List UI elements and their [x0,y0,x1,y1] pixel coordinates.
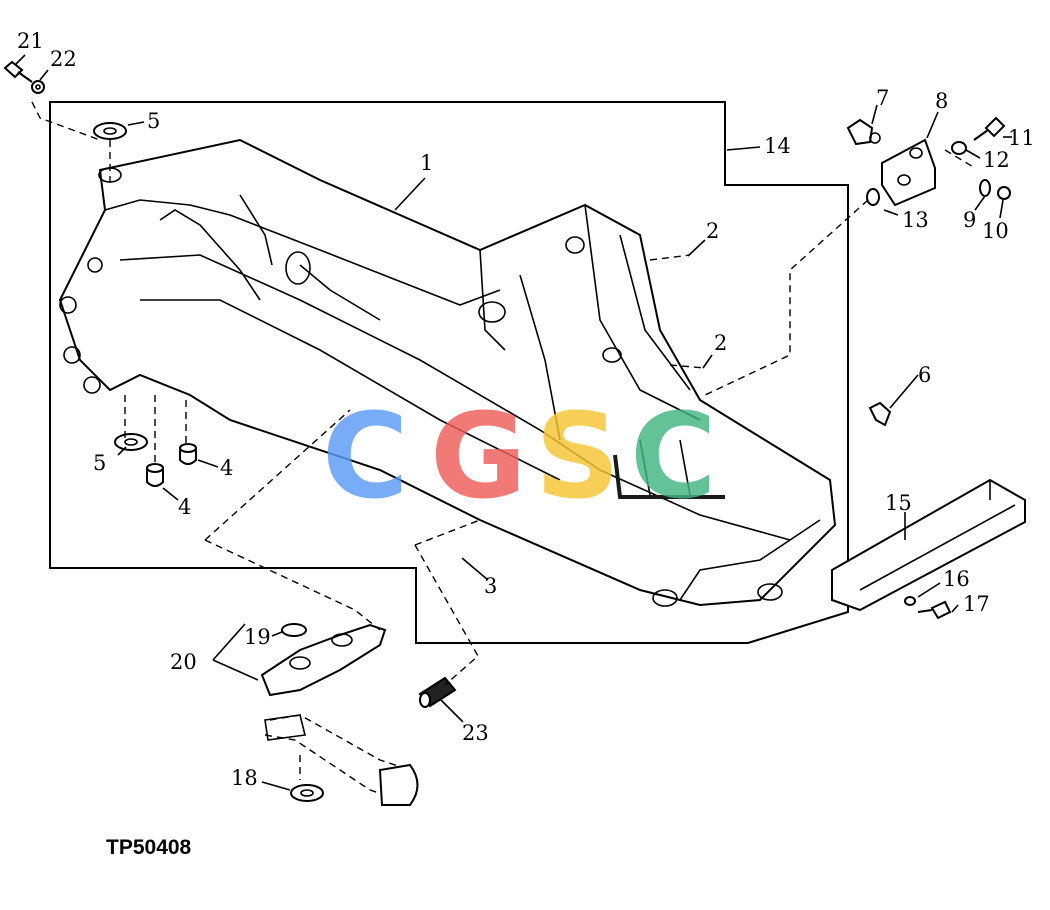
washer-5-bottom [114,433,148,451]
main-frame [58,138,837,607]
watermark-letter-3: S [535,387,620,525]
callout-20: 20 [170,650,197,674]
plug-7 [846,118,881,146]
nut-10 [997,186,1011,200]
washer-12 [951,141,967,155]
pin-23 [418,676,457,708]
washer-16 [904,596,916,606]
plate-15 [831,478,1026,612]
bushing-4-left [146,463,164,487]
shaft-18-assembly [264,714,419,806]
assembly-lines [31,101,976,780]
callout-12: 12 [983,148,1010,172]
bracket-8 [881,138,936,207]
callout-9: 9 [963,208,976,232]
callout-2-upper: 2 [706,219,719,243]
bushing-4-right [179,443,197,465]
callout-labels: 1 2 2 3 4 4 5 5 6 7 8 9 10 11 12 13 14 1… [17,29,1035,790]
bolt-17 [917,600,952,620]
clip-6 [868,401,892,427]
bolt-11 [973,116,1006,141]
callout-4-left: 4 [178,495,191,519]
callout-8: 8 [935,89,948,113]
callout-16: 16 [943,567,970,591]
nut-22 [31,80,45,94]
washer-5-top [93,122,127,140]
callout-19: 19 [244,625,271,649]
callout-1: 1 [420,151,433,175]
callout-21: 21 [17,29,44,53]
lever-20 [260,623,387,697]
frame-group-outline [49,101,849,644]
callout-6: 6 [918,363,931,387]
bushing-19 [281,623,307,637]
callout-11: 11 [1008,126,1035,150]
callout-5-top: 5 [147,109,160,133]
figure-id: TP50408 [106,836,192,859]
callout-18: 18 [231,766,258,790]
callout-22: 22 [50,47,77,71]
callout-14: 14 [764,134,791,158]
watermark-letter-4: C [630,387,717,525]
watermark-letter-1: C [322,387,409,525]
callout-7: 7 [876,86,889,110]
callout-17: 17 [963,592,990,616]
callout-10: 10 [982,219,1009,243]
callout-23: 23 [462,721,489,745]
callout-13: 13 [902,208,929,232]
leader-lines [14,54,1012,791]
watermark-letter-2: G [430,387,527,525]
callout-3: 3 [484,574,497,598]
washer-13 [866,188,880,206]
bolt-21 [3,60,33,83]
watermark: C G S C [322,387,717,525]
callout-2-lower: 2 [714,331,727,355]
callout-5-bottom: 5 [93,451,106,475]
callout-15: 15 [885,491,912,515]
washer-9 [979,179,991,197]
washer-18 [290,784,324,802]
callout-4-right: 4 [220,456,233,480]
